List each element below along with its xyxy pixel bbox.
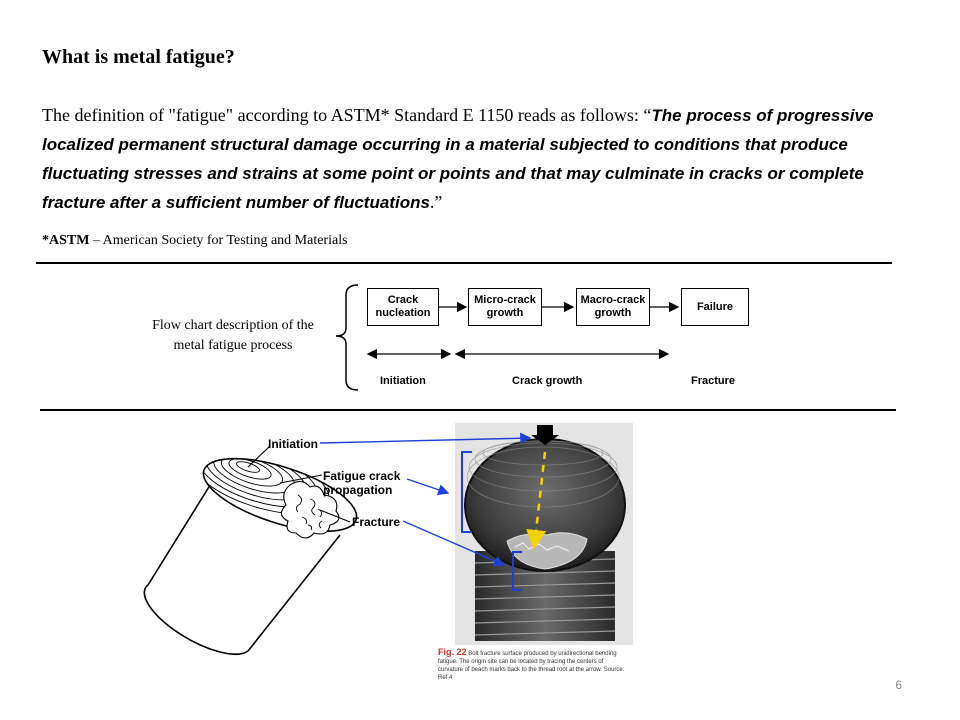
fig-caption-text: Bolt fracture surface produced by unidir… bbox=[438, 651, 625, 681]
fig-label: Fig. 22 bbox=[438, 647, 467, 657]
bottom-divider bbox=[40, 409, 896, 411]
bolt-fracture-photo bbox=[455, 423, 633, 645]
blue-arrow-propagation bbox=[406, 478, 450, 496]
fatigue-definition: The definition of "fatigue" according to… bbox=[42, 101, 922, 217]
sketch-label-initiation: Initiation bbox=[268, 437, 318, 451]
flowchart-brace bbox=[335, 284, 359, 391]
stage-crack-growth: Crack growth bbox=[512, 375, 583, 387]
stage-initiation: Initiation bbox=[380, 375, 426, 387]
blue-bracket-fracture bbox=[512, 551, 522, 591]
blue-arrow-fracture bbox=[402, 520, 506, 567]
page-number: 6 bbox=[895, 678, 902, 692]
flow-box-crack-nucleation: Crack nucleation bbox=[367, 288, 439, 326]
footnote-abbr: *ASTM bbox=[42, 233, 90, 248]
yellow-dashed-arrow bbox=[526, 451, 547, 550]
blue-bracket-propagation bbox=[461, 451, 472, 533]
sketch-label-propagation: Fatigue crack propagation bbox=[323, 469, 401, 497]
flow-box-failure: Failure bbox=[681, 288, 749, 326]
flow-box-macro-crack-growth: Macro-crack growth bbox=[576, 288, 650, 326]
top-divider bbox=[36, 262, 892, 264]
footnote-text: – American Society for Testing and Mater… bbox=[89, 233, 348, 248]
shaft-fracture-sketch bbox=[143, 443, 358, 656]
definition-intro: The definition of "fatigue" according to… bbox=[42, 105, 652, 125]
flow-box-micro-crack-growth: Micro-crack growth bbox=[468, 288, 542, 326]
definition-outro: .” bbox=[429, 192, 443, 212]
slide-title: What is metal fatigue? bbox=[42, 46, 235, 68]
definition-quote: The process of progressive localized per… bbox=[42, 106, 874, 212]
sketch-label-fracture: Fracture bbox=[352, 515, 401, 529]
flowchart-connectors bbox=[335, 284, 680, 391]
flowchart-label: Flow chart description of the metal fati… bbox=[152, 318, 314, 353]
stage-fracture: Fracture bbox=[691, 375, 736, 387]
photo-caption: Fig. 22 Bolt fracture surface produced b… bbox=[438, 648, 628, 682]
blue-arrow-initiation bbox=[319, 432, 532, 444]
astm-footnote: *ASTM – American Society for Testing and… bbox=[42, 233, 348, 249]
